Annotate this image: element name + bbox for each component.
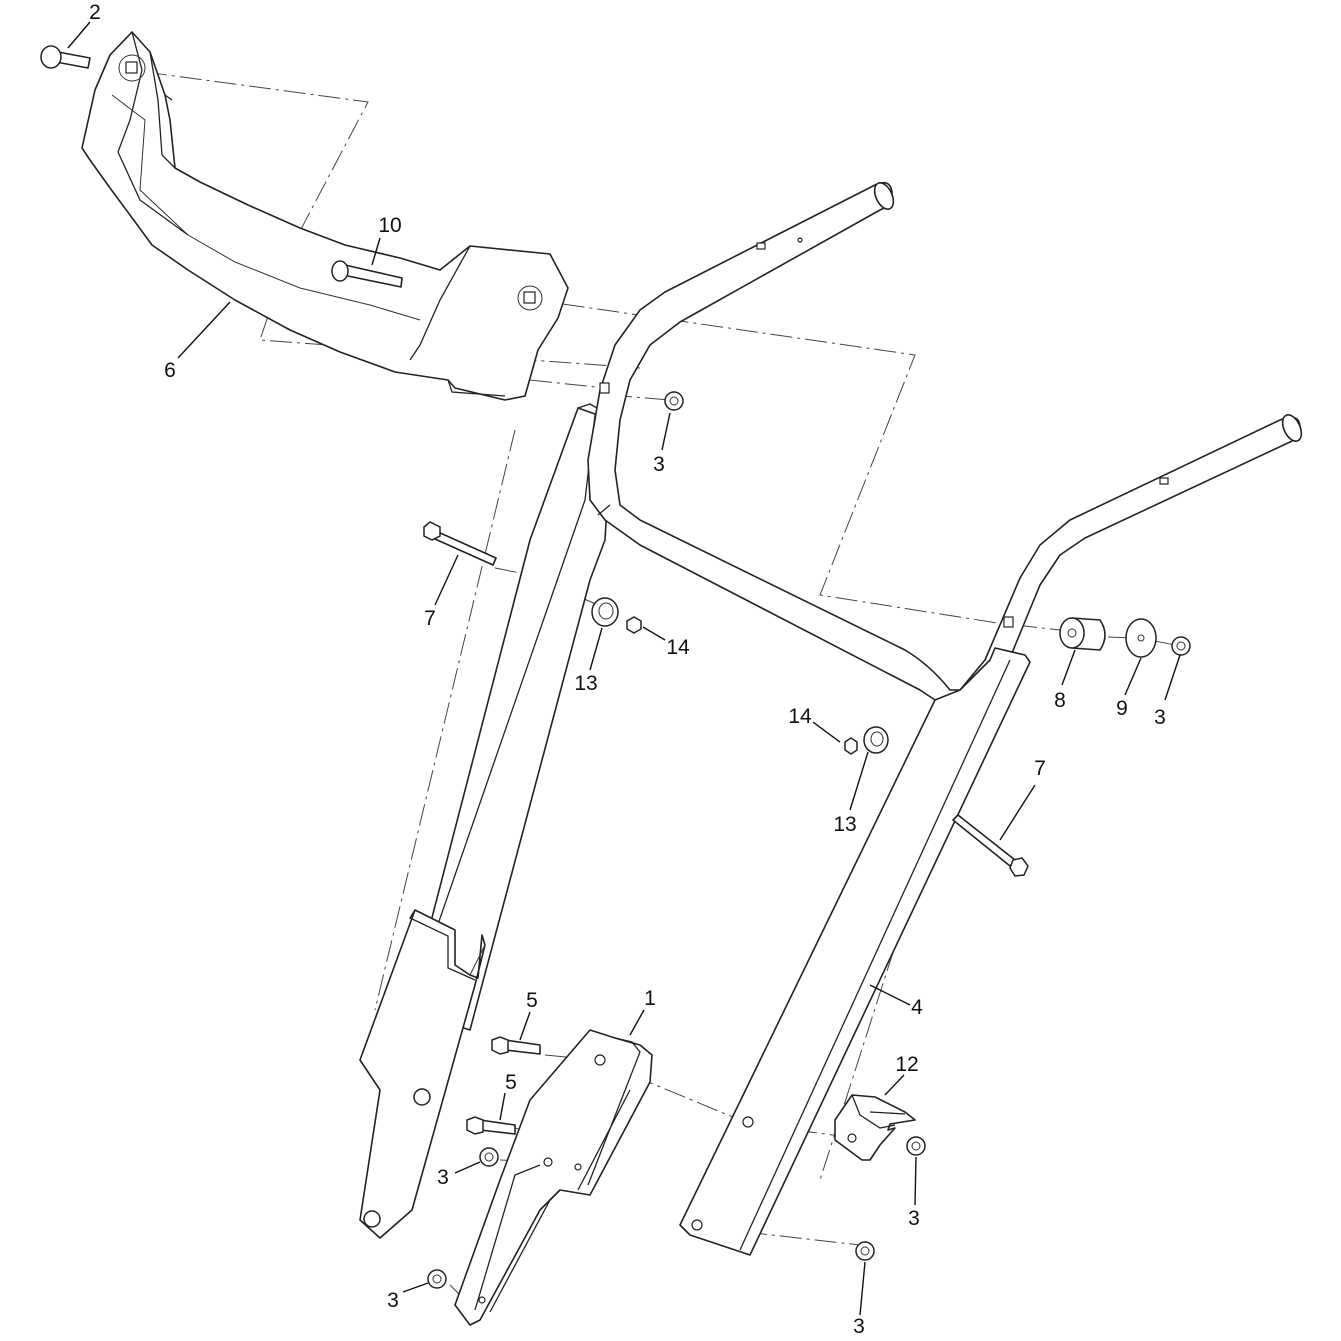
nut-part-14-right <box>844 737 858 755</box>
right-upright-tube <box>679 647 1031 1256</box>
small-bracket-part <box>834 1094 916 1161</box>
callout-3-mid-left: 3 <box>437 1166 449 1189</box>
callout-1: 1 <box>644 987 656 1010</box>
bolt-part-5-upper <box>491 1036 541 1055</box>
pin-part-10 <box>331 260 403 288</box>
nut-part-3-top <box>664 391 684 411</box>
pin-part-2 <box>40 45 91 69</box>
callout-3-bracket: 3 <box>908 1207 920 1230</box>
callout-14-right: 14 <box>788 705 812 728</box>
nut-left-bracket <box>363 1088 431 1228</box>
callout-13-right: 13 <box>833 813 856 836</box>
callout-6: 6 <box>164 359 176 382</box>
callout-labels: 2 6 10 3 7 13 14 8 9 3 14 13 7 4 5 1 5 1… <box>89 1 1166 1338</box>
callout-2: 2 <box>89 1 101 24</box>
callout-7-right: 7 <box>1034 757 1046 780</box>
washer-part-9 <box>1125 618 1157 658</box>
callout-9: 9 <box>1116 697 1128 720</box>
bushing-part-13-right <box>863 726 889 754</box>
left-bracket-plate <box>359 909 486 1239</box>
handle-tube <box>587 181 1303 705</box>
callout-5-lower: 5 <box>505 1071 517 1094</box>
callout-3-bottom-left: 3 <box>387 1289 399 1312</box>
nut-part-14-left <box>626 616 642 634</box>
nut-part-3-mid-left <box>479 1147 499 1167</box>
callout-7-left: 7 <box>424 607 436 630</box>
callout-3-top: 3 <box>653 453 665 476</box>
nut-part-3-bottom-left <box>427 1269 447 1289</box>
callout-13-left: 13 <box>574 672 597 695</box>
bolt-part-7-right <box>952 814 1029 877</box>
callout-8: 8 <box>1054 689 1066 712</box>
callout-3-right: 3 <box>1154 706 1166 729</box>
spacer-part-8 <box>1059 617 1106 651</box>
callout-4: 4 <box>911 996 923 1019</box>
front-bracket-plate <box>454 1029 653 1326</box>
callout-10: 10 <box>378 214 401 237</box>
bolt-part-7-left <box>423 521 497 566</box>
callout-3-bottom-right: 3 <box>853 1315 865 1338</box>
bushing-part-13-left <box>591 597 619 627</box>
nut-part-3-bracket <box>906 1136 926 1156</box>
bolt-part-5-lower <box>466 1116 516 1135</box>
callout-14-left: 14 <box>666 636 690 659</box>
nut-part-3-bottom-right <box>855 1241 875 1261</box>
leader-lines <box>67 21 1181 1316</box>
nut-part-3-right <box>1171 636 1191 656</box>
cover-panel-part <box>81 31 569 401</box>
callout-5-upper: 5 <box>526 989 538 1012</box>
callout-12: 12 <box>895 1053 918 1076</box>
